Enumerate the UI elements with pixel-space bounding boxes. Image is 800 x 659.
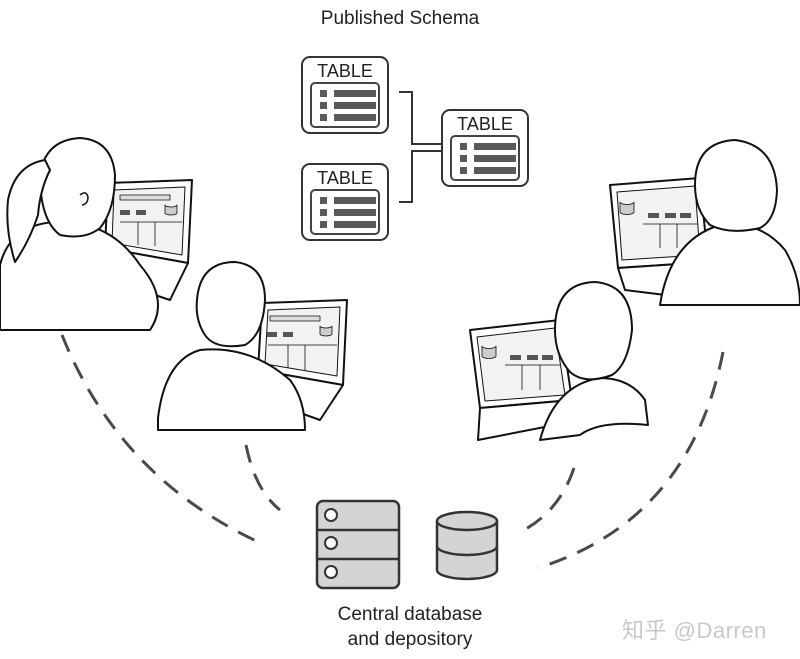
table-row bbox=[320, 90, 378, 97]
user-man-short-hair bbox=[157, 261, 348, 431]
user-woman-ponytail bbox=[0, 137, 193, 331]
table-rows-box bbox=[450, 135, 520, 181]
server-icon bbox=[315, 499, 401, 590]
table-rows-box bbox=[310, 189, 380, 235]
ponytail bbox=[6, 159, 51, 263]
person-body bbox=[539, 377, 649, 441]
table-row bbox=[460, 155, 518, 162]
caption-line-1: Central database bbox=[337, 604, 483, 625]
person-head bbox=[554, 281, 633, 381]
database-icon bbox=[435, 510, 499, 581]
dashed-arc-right-inner bbox=[523, 467, 576, 532]
table-rows-box bbox=[310, 82, 380, 128]
diagram-title: Published Schema bbox=[320, 8, 480, 29]
database-caption: Central database and depository bbox=[290, 602, 530, 652]
caption-line-2: and depository bbox=[347, 629, 473, 650]
table-row bbox=[460, 143, 518, 150]
table-row bbox=[320, 197, 378, 204]
table-row bbox=[320, 102, 378, 109]
connection-arcs bbox=[60, 334, 725, 570]
watermark: 知乎 @Darren bbox=[622, 618, 767, 643]
table-label: TABLE bbox=[457, 114, 513, 134]
connector-bottom bbox=[399, 150, 441, 203]
user-woman-short-hair bbox=[469, 281, 649, 441]
schema-connectors bbox=[399, 91, 441, 203]
user-man-balding bbox=[609, 139, 800, 306]
schema-table-right: TABLE bbox=[441, 109, 529, 187]
connector-top bbox=[399, 91, 441, 145]
dashed-arc-left-inner bbox=[244, 444, 281, 512]
table-row bbox=[320, 221, 378, 228]
table-label: TABLE bbox=[317, 168, 373, 188]
person-head bbox=[39, 137, 116, 238]
table-row bbox=[320, 209, 378, 216]
person-head bbox=[195, 261, 266, 348]
person-body bbox=[157, 348, 306, 431]
schema-table-bottom-left: TABLE bbox=[301, 163, 389, 241]
dashed-arc-left-outer bbox=[60, 334, 266, 547]
person-head bbox=[694, 139, 778, 232]
dashed-arc-right-outer bbox=[537, 351, 725, 570]
laptop-icon bbox=[469, 319, 573, 441]
table-label: TABLE bbox=[317, 61, 373, 81]
schema-table-top-left: TABLE bbox=[301, 56, 389, 134]
table-row bbox=[460, 167, 518, 174]
table-row bbox=[320, 114, 378, 121]
